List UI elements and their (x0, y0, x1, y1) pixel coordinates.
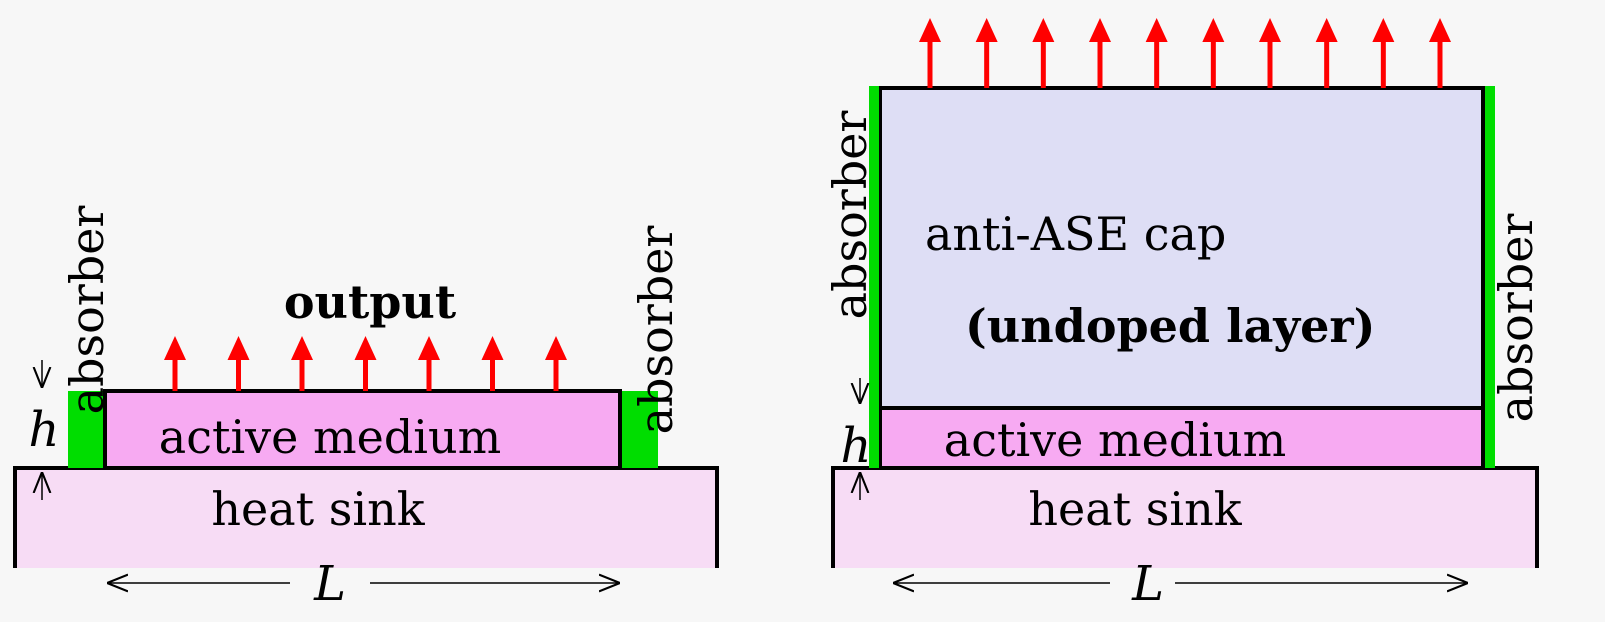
output-arrow-head (1145, 18, 1168, 42)
heat-sink-label: heat sink (211, 482, 425, 536)
output-arrow-head (1202, 18, 1225, 42)
active-medium-label: active medium (159, 410, 501, 464)
heat-sink-left (15, 468, 717, 568)
output-arrow-head (1259, 18, 1281, 42)
output-arrow-head (1315, 18, 1338, 42)
output-arrows-right (919, 18, 1451, 88)
absorber-label-left-right: absorber (823, 111, 877, 320)
output-arrow-head (227, 336, 250, 360)
output-arrow-head (975, 18, 998, 42)
h-label: h (29, 402, 60, 458)
cap-label: anti-ASE cap (925, 207, 1226, 261)
active-medium-left (103, 389, 622, 470)
output-label: output (284, 275, 457, 329)
h-label-right: h (841, 418, 872, 474)
output-arrow-head (545, 336, 567, 360)
active-medium-label-right: active medium (944, 413, 1286, 467)
output-arrow-head (1372, 18, 1395, 42)
output-arrow-head (1089, 18, 1111, 42)
active-medium-right (878, 406, 1485, 470)
output-arrow-head (164, 336, 186, 360)
output-arrows (164, 336, 567, 391)
absorber-strip-right (1485, 86, 1495, 468)
output-arrow-head (481, 336, 504, 360)
absorber-label-right-right: absorber (1489, 214, 1543, 423)
heat-sink-label-right: heat sink (1028, 482, 1242, 536)
output-arrow-head (1032, 18, 1055, 42)
output-arrow-head (354, 336, 377, 360)
heat-sink-right (833, 468, 1537, 568)
output-arrow-head (1429, 18, 1451, 42)
cap-sub-label: (undoped layer) (965, 299, 1375, 353)
output-arrow-head (919, 18, 941, 42)
right-panel: anti-ASE cap (undoped layer) active medi… (823, 18, 1543, 612)
output-arrow-head (291, 336, 313, 360)
absorber-left-b (620, 391, 658, 468)
absorber-label-right: absorber (629, 226, 683, 435)
absorber-label-left: absorber (60, 206, 114, 415)
left-panel: output active medium heat sink absorber … (13, 206, 719, 612)
anti-ase-cap (878, 86, 1485, 410)
absorber-left-a (68, 391, 105, 468)
length-label: L (313, 556, 346, 612)
length-label-right: L (1131, 556, 1164, 612)
output-arrow-head (418, 336, 440, 360)
absorber-strip-left (869, 86, 879, 468)
